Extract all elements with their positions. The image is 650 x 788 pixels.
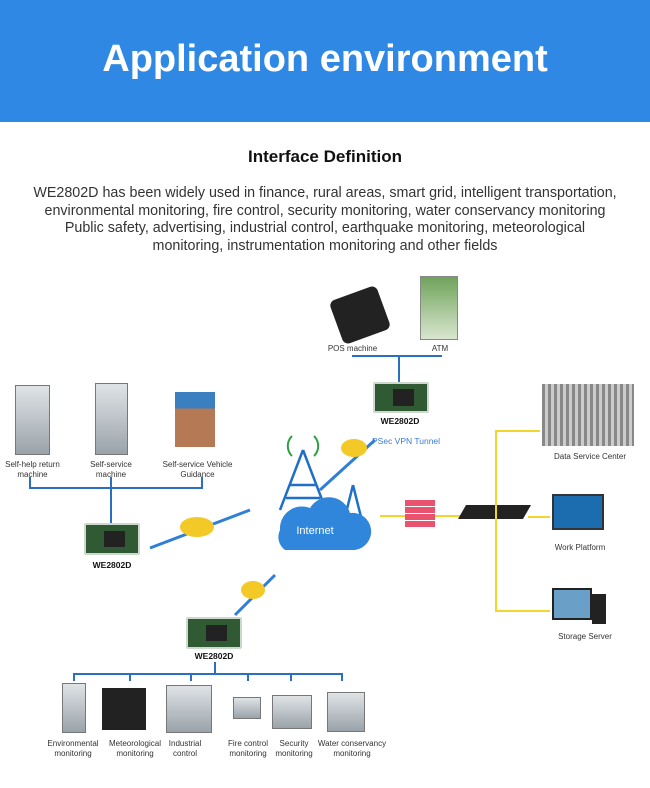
internet-network-graphic	[149, 435, 377, 617]
self-service-machine-image	[95, 383, 128, 455]
device-label: Work Platform	[554, 543, 606, 552]
data-service-center-image	[542, 384, 634, 446]
device-label: Storage Server	[558, 632, 612, 641]
cloud-icon	[341, 439, 367, 457]
pos-machine-image	[328, 284, 392, 346]
connector-line	[73, 673, 75, 681]
water-conservancy-camera-image	[327, 692, 365, 732]
meteorological-monitoring-image	[102, 688, 146, 730]
description-line: WE2802D has been widely used in finance,…	[33, 185, 617, 201]
connector-line	[201, 477, 203, 488]
work-platform-image	[552, 494, 604, 530]
cloud-icon	[180, 517, 214, 537]
connector-line	[129, 673, 131, 681]
connector-line	[29, 477, 31, 488]
vpn-label: PSec VPN Tunnel	[372, 436, 441, 446]
description-line: Public safety, advertising, industrial c…	[64, 220, 586, 236]
module-label: WE2802D	[380, 416, 420, 426]
vehicle-guidance-kiosk-image	[175, 392, 215, 447]
connector-line	[528, 516, 550, 518]
banner-title: Application environment	[102, 38, 548, 80]
cloud-icon	[241, 581, 265, 599]
header-banner	[0, 0, 650, 122]
section-heading: Interface Definition	[248, 147, 402, 166]
we2802d-module-image	[373, 382, 429, 413]
industrial-control-image	[166, 685, 212, 733]
device-label: ATM	[431, 344, 449, 353]
connector-line	[190, 673, 192, 681]
connector-line	[290, 673, 292, 681]
description: WE2802D has been widely used in finance,…	[10, 185, 640, 255]
connector-line	[73, 673, 342, 675]
connector-line	[495, 430, 540, 432]
internet-label: Internet	[296, 525, 334, 537]
device-label: POS machine	[327, 344, 378, 353]
storage-server-tower	[592, 594, 606, 624]
fire-control-monitoring-image	[233, 697, 261, 719]
connector-line	[495, 610, 550, 612]
connector-line	[398, 355, 400, 382]
connector-line	[380, 515, 500, 517]
self-help-return-machine-image	[15, 385, 50, 455]
connector-line	[29, 487, 203, 489]
connector-line	[495, 430, 497, 610]
firewall-icon	[405, 500, 435, 528]
description-line: environmental monitoring, fire control, …	[44, 202, 606, 219]
environmental-monitoring-image	[62, 683, 86, 733]
storage-server-image	[552, 588, 592, 620]
connector-line	[247, 673, 249, 681]
we2802d-module-image	[84, 523, 140, 555]
connector-line	[110, 477, 112, 523]
connector-line	[214, 662, 216, 674]
connector-line	[341, 673, 343, 681]
device-label: Data Service Center	[553, 452, 627, 461]
module-label: WE2802D	[92, 560, 132, 570]
description-line: monitoring, instrumentation monitoring a…	[152, 237, 498, 254]
module-label: WE2802D	[194, 651, 234, 661]
atm-image	[420, 276, 458, 340]
we2802d-module-image	[186, 617, 242, 649]
security-camera-image	[272, 695, 312, 729]
connector-line	[352, 355, 442, 357]
internet-cloud-icon	[278, 497, 372, 550]
